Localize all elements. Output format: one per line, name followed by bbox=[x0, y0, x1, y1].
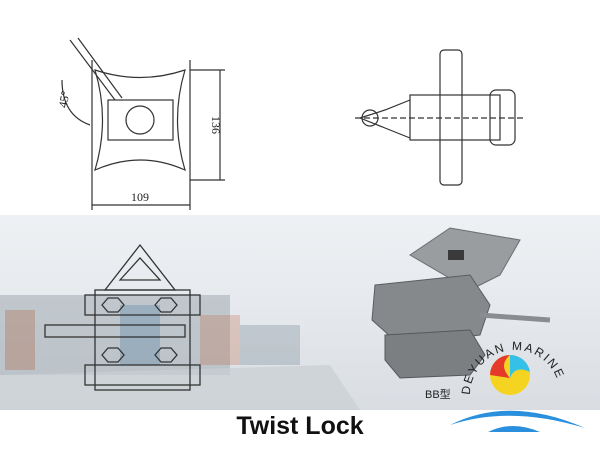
twist-lock-photo bbox=[371, 227, 551, 379]
model-label: BB型 bbox=[425, 387, 451, 401]
front-view-drawing bbox=[44, 243, 201, 391]
top-view-drawing bbox=[61, 37, 225, 210]
side-view-drawing bbox=[355, 49, 525, 186]
height-dimension: 136 bbox=[209, 116, 223, 134]
width-dimension: 109 bbox=[131, 190, 149, 204]
angle-dimension: 45° bbox=[56, 90, 73, 109]
product-title: Twist Lock bbox=[236, 412, 364, 440]
